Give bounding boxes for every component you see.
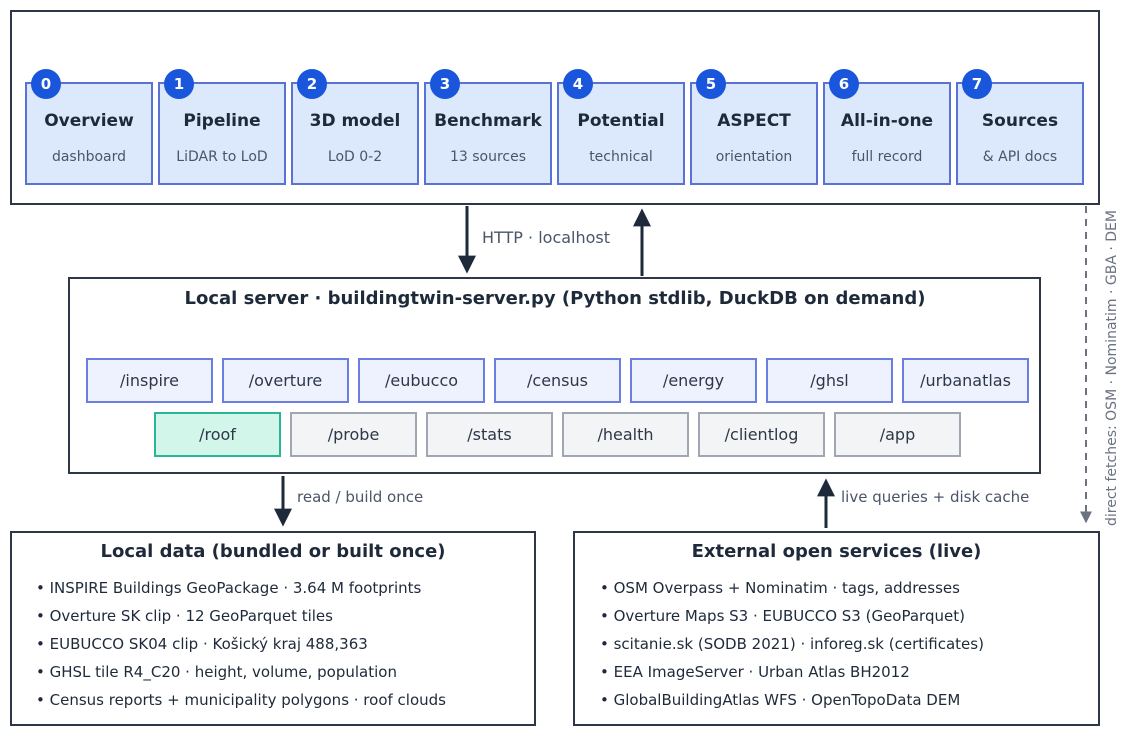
tab-title: ASPECT [717,111,791,131]
server-title: Local server · buildingtwin-server.py (P… [184,288,926,309]
tab-number-badge: 0 [31,69,61,99]
list-item: • EUBUCCO SK04 clip · Košický kraj 488,3… [36,635,368,653]
list-item: • EEA ImageServer · Urban Atlas BH2012 [600,663,910,681]
tab-number-badge: 3 [430,69,460,99]
list-item: • Overture SK clip · 12 GeoParquet tiles [36,607,333,625]
route-probe: /probe [290,412,417,457]
tab-subtitle: dashboard [51,149,127,165]
list-item: • OSM Overpass + Nominatim · tags, addre… [600,579,960,597]
local-data-panel [10,531,536,726]
tab-subtitle: LiDAR to LoD [176,149,268,165]
local-data-title: Local data (bundled or built once) [100,541,446,562]
http-link-label: HTTP · localhost [482,228,611,247]
route-inspire: /inspire [86,358,213,403]
external-services-panel [573,531,1100,726]
list-item: • Overture Maps S3 · EUBUCCO S3 (GeoParq… [600,607,965,625]
route-overture: /overture [222,358,349,403]
list-item: • INSPIRE Buildings GeoPackage · 3.64 M … [36,579,422,597]
route-census: /census [494,358,621,403]
tab-title: Benchmark [434,111,542,131]
tab-all-in-one[interactable]: All-in-one full record [823,82,951,185]
external-services-list: • OSM Overpass + Nominatim · tags, addre… [600,574,984,714]
route-ghsl: /ghsl [766,358,893,403]
tab-subtitle: technical [589,149,653,165]
tab-number-badge: 2 [297,69,327,99]
tab-sources[interactable]: Sources & API docs [956,82,1084,185]
tab-number-badge: 1 [164,69,194,99]
tab-aspect[interactable]: ASPECT orientation [690,82,818,185]
tab-title: Pipeline [183,111,261,131]
route-roof: /roof [154,412,281,457]
tab-subtitle: orientation [715,149,793,165]
external-services-title: External open services (live) [691,541,982,562]
tab-benchmark[interactable]: Benchmark 13 sources [424,82,552,185]
tab-title: 3D model [309,111,401,131]
live-queries-label: live queries + disk cache [841,488,1030,506]
tab-title: Potential [577,111,665,131]
route-app: /app [834,412,961,457]
tab-title: Sources [981,111,1059,131]
tab-subtitle: full record [851,149,923,165]
tab-number-badge: 5 [696,69,726,99]
route-health: /health [562,412,689,457]
tab-subtitle: 13 sources [449,149,527,165]
tab-overview[interactable]: Overview dashboard [25,82,153,185]
tab-title: All-in-one [840,111,934,131]
tab-subtitle: & API docs [982,149,1058,165]
tab-3d-model[interactable]: 3D model LoD 0-2 [291,82,419,185]
tab-pipeline[interactable]: Pipeline LiDAR to LoD [158,82,286,185]
route-stats: /stats [426,412,553,457]
route-clientlog: /clientlog [698,412,825,457]
tab-subtitle: LoD 0-2 [327,149,383,165]
tab-potential[interactable]: Potential technical [557,82,685,185]
local-data-list: • INSPIRE Buildings GeoPackage · 3.64 M … [36,574,446,714]
direct-fetches-label: direct fetches: OSM · Nominatim · GBA · … [1104,210,1120,526]
tab-number-badge: 4 [563,69,593,99]
list-item: • Census reports + municipality polygons… [36,691,446,709]
route-urbanatlas: /urbanatlas [902,358,1029,403]
route-eubucco: /eubucco [358,358,485,403]
tab-number-badge: 6 [829,69,859,99]
read-build-label: read / build once [297,488,424,506]
tab-number-badge: 7 [962,69,992,99]
list-item: • GlobalBuildingAtlas WFS · OpenTopoData… [600,691,961,709]
tab-title: Overview [44,111,134,131]
route-energy: /energy [630,358,757,403]
list-item: • scitanie.sk (SODB 2021) · inforeg.sk (… [600,635,984,653]
list-item: • GHSL tile R4_C20 · height, volume, pop… [36,663,397,681]
